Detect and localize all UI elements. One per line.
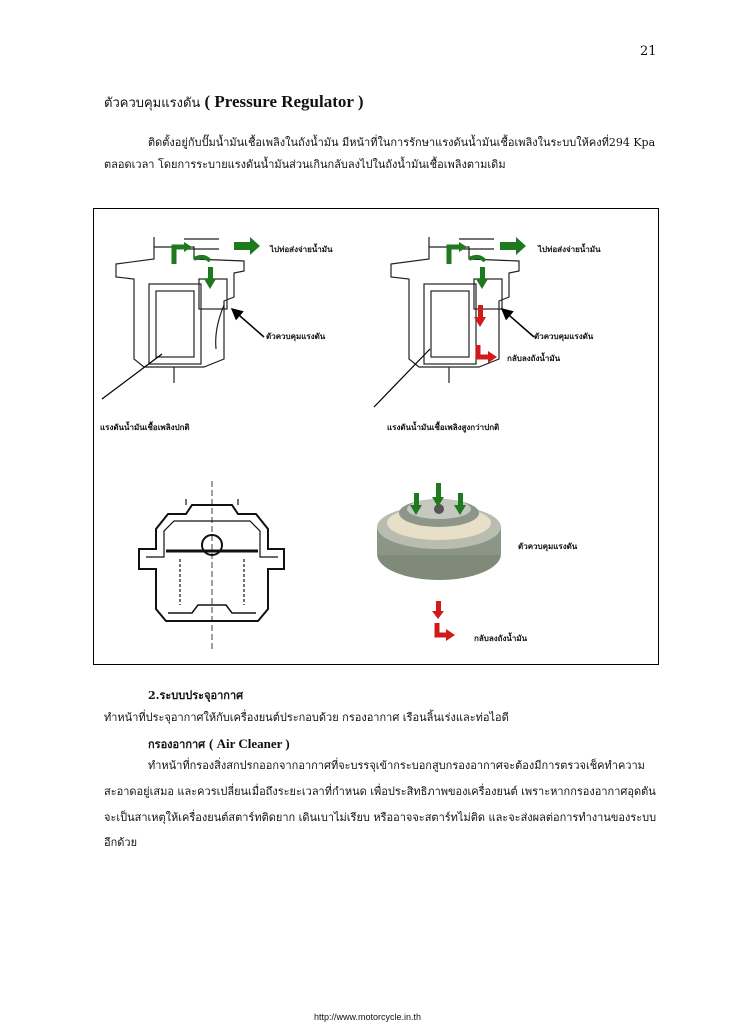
figure-drawings <box>101 237 535 649</box>
caption-high-pressure: แรงดันน้ำมันเชื้อเพลิงสูงกว่าปกติ <box>387 423 500 432</box>
section-desc-line1: ติดตั้งอยู่กับปั๊มน้ำมันเชื้อเพลิงในถังน… <box>148 136 656 149</box>
air-cleaner-para-line2: สะอาดอยู่เสมอ และควรเปลี่ยนเมื่อถึงระยะเ… <box>104 785 656 798</box>
flow-arrows-normal <box>171 237 260 289</box>
label-regulator-left: ตัวควบคุมแรงดัน <box>266 332 326 341</box>
flow-arrows-high <box>446 237 526 363</box>
caption-normal-pressure: แรงดันน้ำมันเชื้อเพลิงปกติ <box>100 423 190 432</box>
label-to-fuel-line-left: ไปท่อส่งจ่ายน้ำมัน <box>270 245 333 254</box>
air-cleaner-title-english: ( Air Cleaner ) <box>209 736 290 751</box>
label-regulator-right: ตัวควบคุมแรงดัน <box>534 332 594 341</box>
regulator-photo <box>377 483 501 641</box>
air-cleaner-para-line4: อีกด้วย <box>104 836 138 849</box>
air-cleaner-para-line3: จะเป็นสาเหตุให้เครื่องยนต์สตาร์ทติดยาก เ… <box>104 811 657 824</box>
section-desc-line2: ตลอดเวลา โดยการระบายแรงดันน้ำมันส่วนเกิน… <box>104 158 506 171</box>
figure-frame: ไปท่อส่งจ่ายน้ำมัน ตัวควบคุมแรงดัน แรงดั… <box>93 208 659 665</box>
air-intake-line1: ทำหน้าที่ประจุอากาศให้กับเครื่องยนต์ประก… <box>104 711 509 724</box>
air-intake-heading: 2.ระบบประจุอากาศ <box>148 689 244 702</box>
section-title-thai: ตัวควบคุมแรงดัน <box>104 96 201 111</box>
regulator-pointer-right <box>500 308 535 338</box>
pump-diagram-high <box>390 237 520 383</box>
air-cleaner-heading: กรองอากาศ ( Air Cleaner ) <box>148 733 290 756</box>
label-return-photo: กลับลงถังน้ำมัน <box>474 634 528 643</box>
pump-diagram-normal <box>115 237 245 383</box>
regulator-cross-section <box>138 481 285 649</box>
label-return-right: กลับลงถังน้ำมัน <box>507 354 561 363</box>
section-heading: ตัวควบคุมแรงดัน ( Pressure Regulator ) <box>104 92 364 113</box>
label-regulator-photo: ตัวควบคุมแรงดัน <box>518 542 578 551</box>
pump-pointer-right <box>373 348 431 408</box>
label-to-fuel-line-right: ไปท่อส่งจ่ายน้ำมัน <box>538 245 601 254</box>
air-cleaner-para-line1: ทำหน้าที่กรองสิ่งสกปรกออกจากอากาศที่จะบร… <box>148 759 645 772</box>
air-cleaner-title-thai: กรองอากาศ <box>148 738 206 751</box>
regulator-pointer-left <box>230 308 265 338</box>
footer-url: http://www.motorcycle.in.th <box>314 1012 422 1022</box>
pump-pointer-left <box>101 353 163 400</box>
section-title-english: ( Pressure Regulator ) <box>204 92 364 111</box>
page-number: 21 <box>640 44 657 59</box>
